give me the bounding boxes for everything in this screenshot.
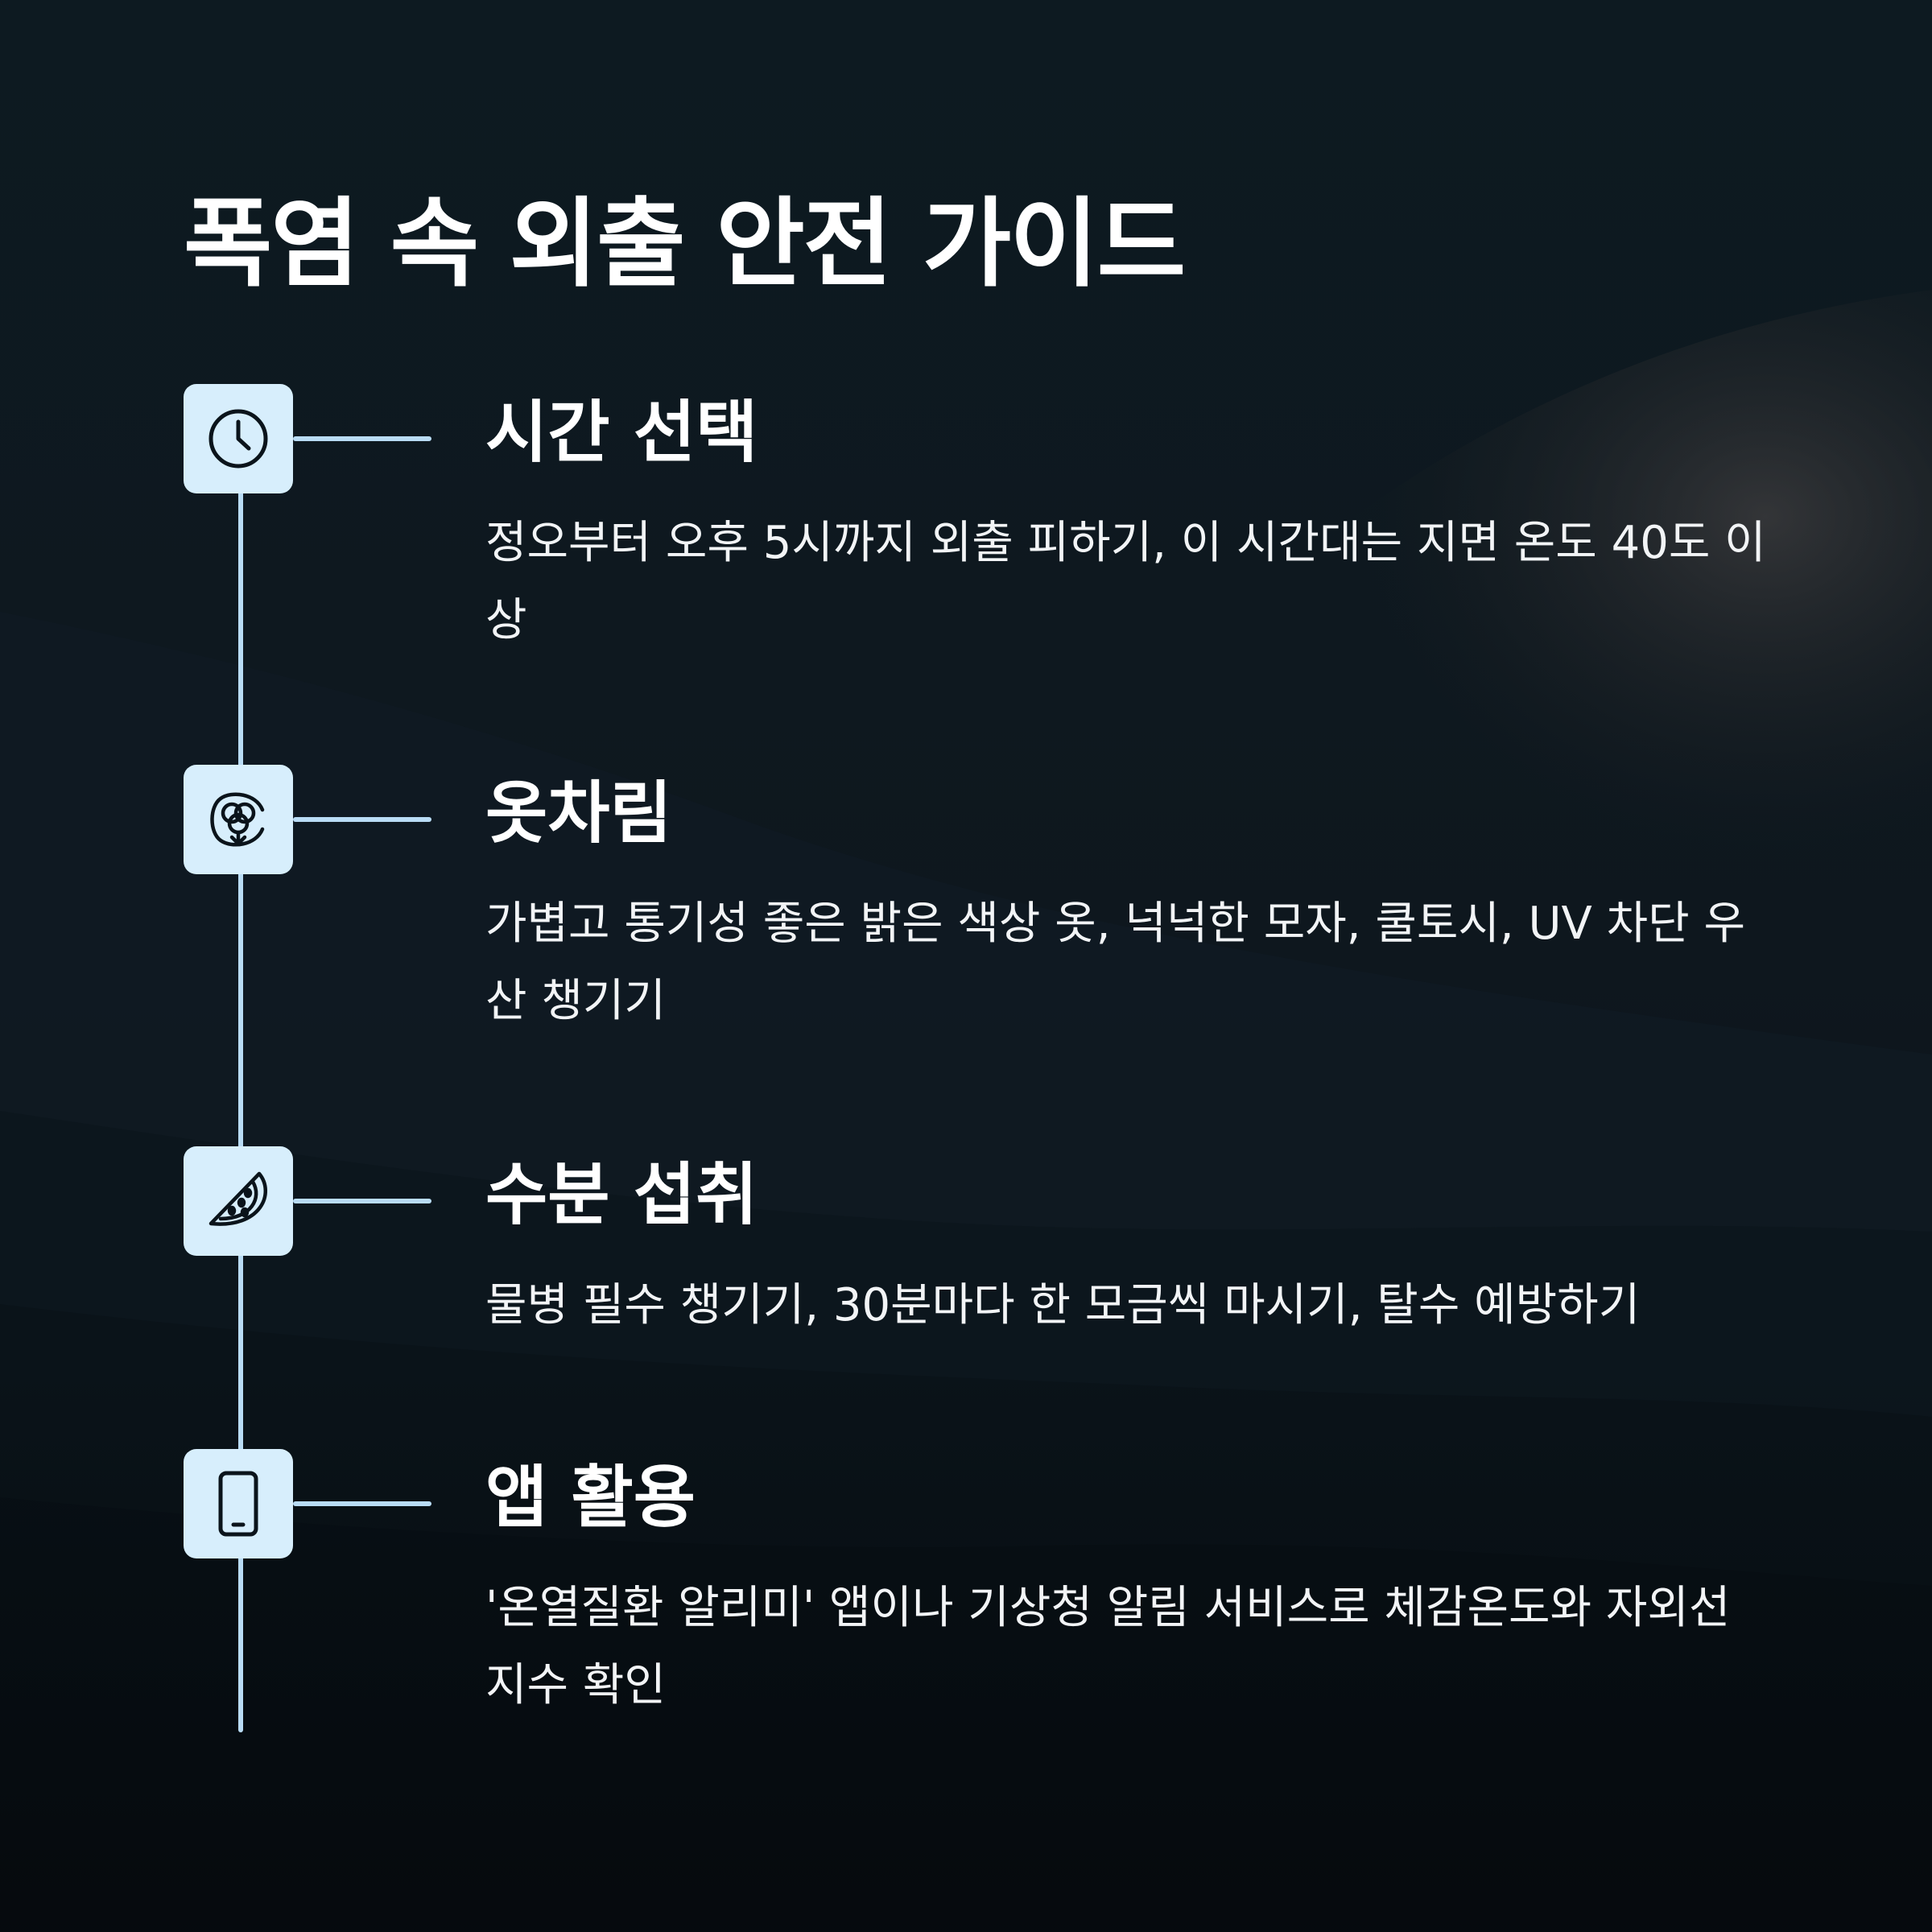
- step-connector: [293, 817, 431, 822]
- step-description: 물병 필수 챙기기, 30분마다 한 모금씩 마시기, 탈수 예방하기: [485, 1279, 1641, 1331]
- page-title: 폭염 속 외출 안전 가이드: [184, 188, 1186, 300]
- step-connector: [293, 436, 431, 441]
- step-description: 가볍고 통기성 좋은 밝은 색상 옷, 넉넉한 모자, 쿨토시, UV 차단 우…: [485, 898, 1745, 1027]
- smartphone-icon: [184, 1449, 293, 1558]
- step-title: 수분 섭취: [485, 1155, 758, 1234]
- clock-icon: [184, 384, 293, 493]
- step-title: 시간 선택: [485, 393, 758, 472]
- timeline-line: [238, 491, 243, 1732]
- step-connector: [293, 1501, 431, 1506]
- watermelon-icon: [184, 1146, 293, 1256]
- step-description: 정오부터 오후 5시까지 외출 피하기, 이 시간대는 지면 온도 40도 이상: [485, 517, 1766, 646]
- cotton-icon: [184, 765, 293, 874]
- step-title: 옷차림: [485, 774, 672, 852]
- step-description: '온열질환 알리미' 앱이나 기상청 알림 서비스로 체감온도와 자외선 지수 …: [485, 1582, 1731, 1711]
- step-connector: [293, 1199, 431, 1203]
- step-title: 앱 활용: [485, 1458, 696, 1537]
